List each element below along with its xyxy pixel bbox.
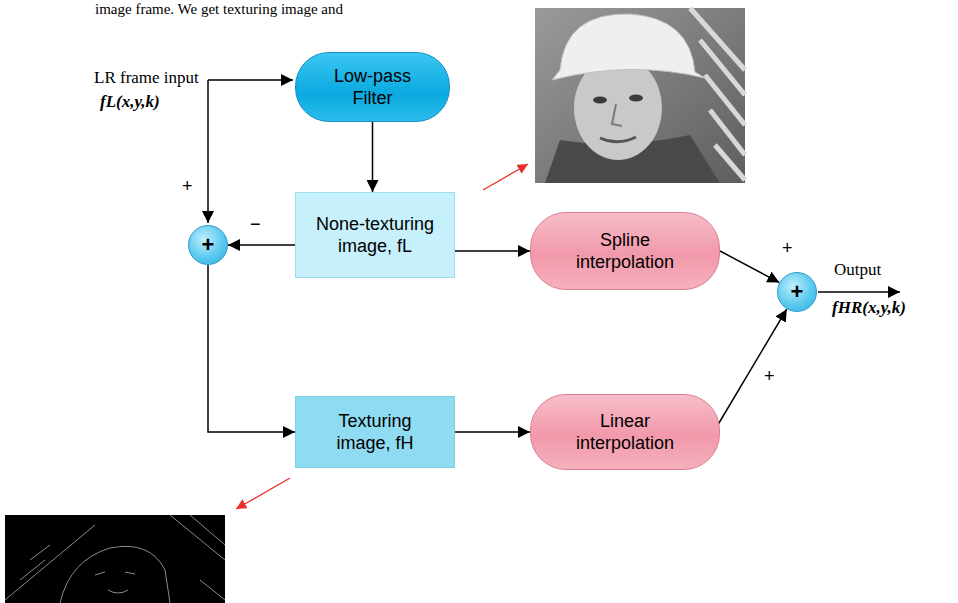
filter-block: Low-pass Filter [295,52,450,122]
pointer-arrow [236,478,290,509]
flow-arrow [720,251,779,283]
node-text: Low-pass Filter [327,65,419,110]
node-text: + [202,234,215,256]
flow-arrow [228,244,295,246]
pointer-arrow [483,164,528,190]
summing-junction: + [188,225,228,265]
image-box: None-texturing image, fL [295,192,455,278]
output-label: Output [834,260,881,280]
node-text: Spline interpolation [563,229,688,274]
signal-name: fL(x,y,k) [100,92,160,112]
node-text: Texturing image, fH [309,410,441,455]
eye [629,95,643,102]
sign-mark: + [782,238,793,259]
hard-hat [552,14,705,80]
image-box: Texturing image, fH [295,396,455,468]
sign-mark: + [764,366,775,387]
eye [593,97,607,104]
flow-arrow [372,122,374,192]
interpolation-block: Spline interpolation [530,212,720,290]
mouth [600,137,636,142]
flow-arrow [455,250,530,252]
flow-arrow [208,265,295,432]
summing-junction: + [777,272,817,312]
photo-ground [535,8,745,183]
input-label: LR frame input [94,68,199,88]
smooth-image-photo [535,8,745,183]
input-wire [207,80,209,223]
input-wire [208,79,293,81]
signal-name: fHR(x,y,k) [832,298,906,318]
texture-image-photo [5,515,225,603]
node-text: None-texturing image, fL [309,213,441,258]
edge-lines [5,515,225,603]
paper-text: image frame. We get texturing image and [95,1,343,18]
node-text: + [791,281,804,303]
nose [612,104,622,126]
flow-arrow [455,431,530,433]
flow-arrow [716,309,787,428]
output-wire [818,291,900,293]
sign-mark: + [182,176,193,197]
interpolation-block: Linear interpolation [530,394,720,470]
sign-mark: − [250,214,261,235]
node-text: Linear interpolation [563,410,688,455]
photo-ground [5,515,225,603]
